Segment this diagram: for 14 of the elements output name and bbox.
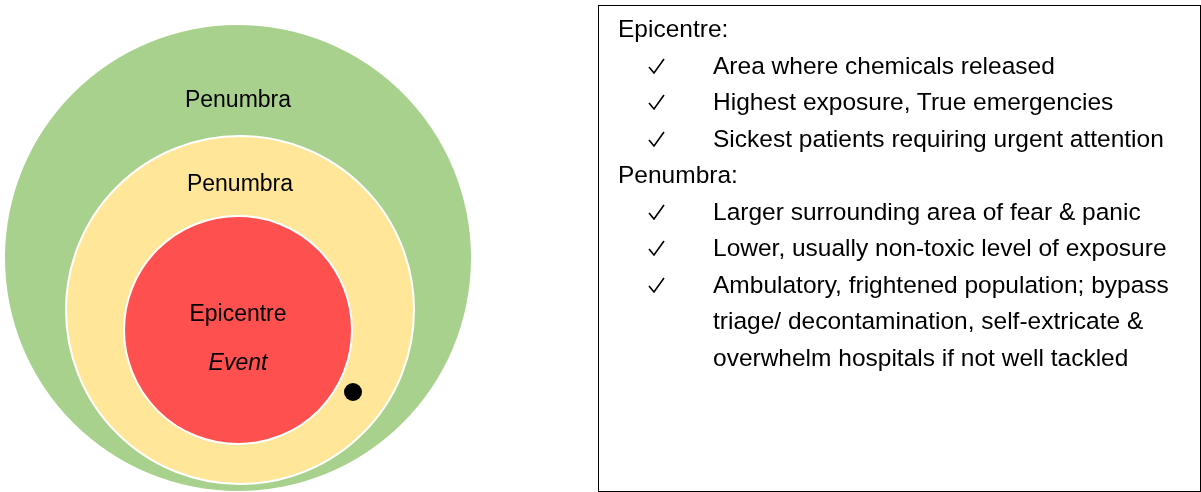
bullet-text: Highest exposure, True emergencies xyxy=(713,87,1115,117)
bullet-text: Lower, usually non-toxic level of exposure xyxy=(713,233,1168,263)
description-panel xyxy=(598,5,1201,492)
zone-label: Penumbra xyxy=(185,169,295,197)
section-heading: Epicentre: xyxy=(618,14,730,44)
bullet-text: Area where chemicals released xyxy=(713,50,1056,81)
event-dot xyxy=(344,383,362,401)
bullet-text: Sickest patients requiring urgent attention xyxy=(713,123,1165,154)
section-heading: Penumbra: xyxy=(618,160,739,190)
bullet-text: Larger surrounding area of fear & panic xyxy=(713,196,1142,227)
bullet-text: Ambulatory, frightened population; bypass triage/ decontamination, self-extricate & overwhelm hospitals if not well tackled xyxy=(713,269,1170,373)
zone-sublabel: Event xyxy=(207,348,269,376)
zone-label: Epicentre xyxy=(188,299,288,327)
zone-label: Penumbra xyxy=(183,85,293,113)
